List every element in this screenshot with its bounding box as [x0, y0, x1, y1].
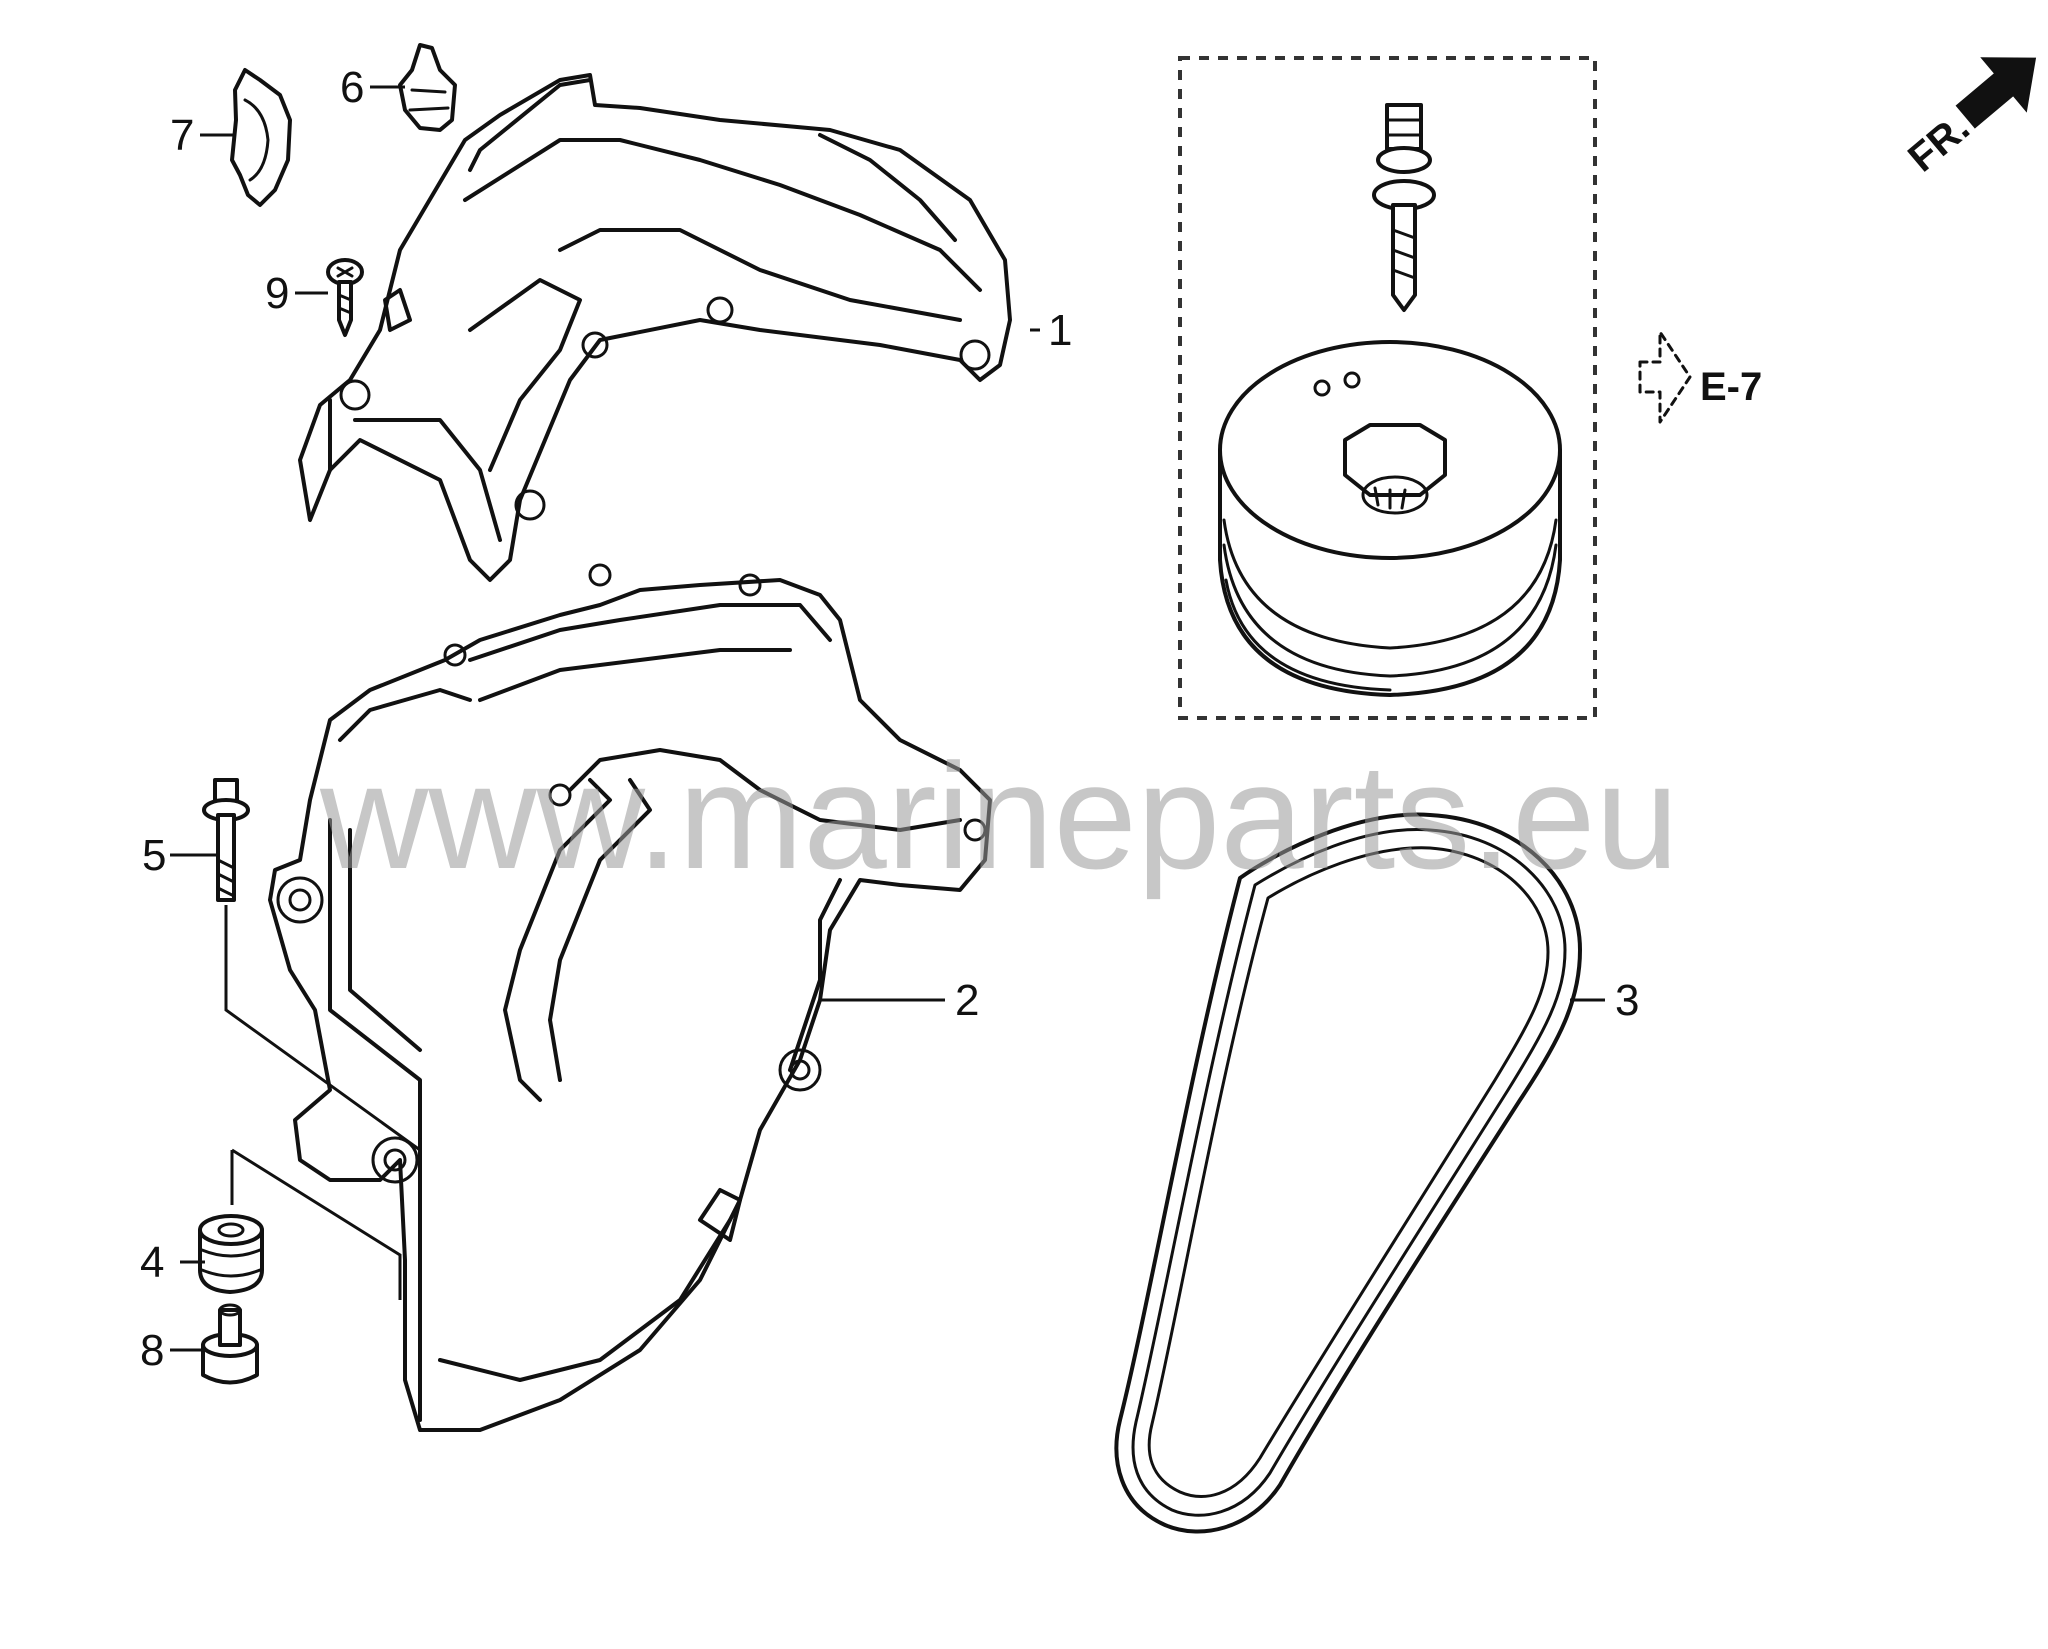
callout-2: 2: [955, 976, 979, 1025]
reference-box-pulley: [1178, 56, 1597, 720]
callout-6: 6: [340, 63, 364, 112]
upper-belt-cover: [298, 73, 1012, 582]
reference-label: E-7: [1700, 365, 1762, 409]
callout-3: 3: [1615, 976, 1639, 1025]
watermark-text: www.marineparts.eu: [319, 732, 1679, 900]
collar: [201, 1303, 259, 1385]
front-direction-indicator: FR.: [1900, 57, 2037, 181]
drive-belt: [1114, 812, 1582, 1534]
callout-numbers: 1 2 3 4 5 6 7 8 9: [140, 63, 1639, 1375]
hose-clamp: [230, 68, 292, 207]
screw: [326, 258, 364, 337]
callout-9: 9: [265, 269, 289, 318]
lower-belt-case: [268, 563, 992, 1432]
callout-8: 8: [140, 1326, 164, 1375]
clip: [398, 43, 457, 132]
callout-5: 5: [142, 831, 166, 880]
callout-7: 7: [170, 111, 194, 160]
callout-1: 1: [1048, 306, 1072, 355]
callout-4: 4: [140, 1238, 164, 1287]
flange-bolt: [202, 778, 250, 902]
leader-lines: [170, 85, 1605, 1352]
reference-arrow-e7: E-7: [1638, 330, 1762, 424]
grommet: [198, 1214, 264, 1294]
